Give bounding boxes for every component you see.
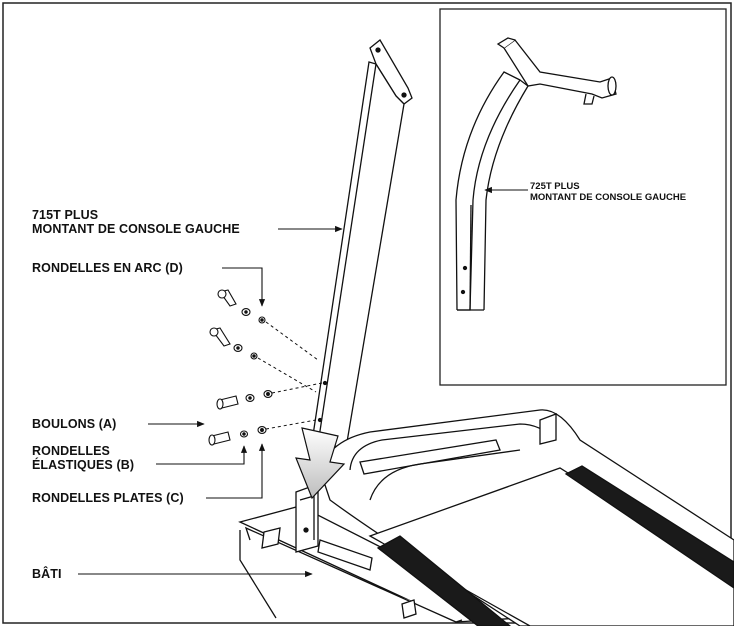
inset-console-upright	[455, 37, 617, 311]
label-rondelles-elastiques: RONDELLES ÉLASTIQUES (B)	[32, 444, 135, 472]
label-rondelles-arc: RONDELLES EN ARC (D)	[32, 261, 183, 275]
insertion-arrow	[295, 427, 346, 500]
label-725t-upright: 725T PLUS MONTANT DE CONSOLE GAUCHE	[530, 181, 686, 203]
label-715t-upright: 715T PLUS MONTANT DE CONSOLE GAUCHE	[32, 208, 240, 236]
bolt-row-2	[209, 327, 258, 360]
label-boulons: BOULONS (A)	[32, 417, 117, 431]
model-725-text: 725T PLUS	[530, 181, 580, 192]
label-bati: BÂTI	[32, 567, 62, 581]
treadmill-base	[238, 409, 734, 626]
alignment-lines	[257, 321, 323, 430]
leader-lines	[78, 186, 528, 578]
label-rondelles-plates: RONDELLES PLATES (C)	[32, 491, 184, 505]
upright-715-text: MONTANT DE CONSOLE GAUCHE	[32, 222, 240, 236]
main-console-upright	[311, 39, 413, 449]
bolt-row-4	[208, 426, 267, 446]
bolt-row-1	[217, 289, 266, 324]
upright-725-text: MONTANT DE CONSOLE GAUCHE	[530, 192, 687, 203]
inset-box-725t	[439, 8, 727, 386]
right-belt	[564, 465, 734, 589]
model-715-text: 715T PLUS	[32, 208, 99, 222]
hardware	[208, 289, 273, 446]
left-belt	[376, 535, 512, 626]
bolt-row-3	[216, 390, 273, 410]
